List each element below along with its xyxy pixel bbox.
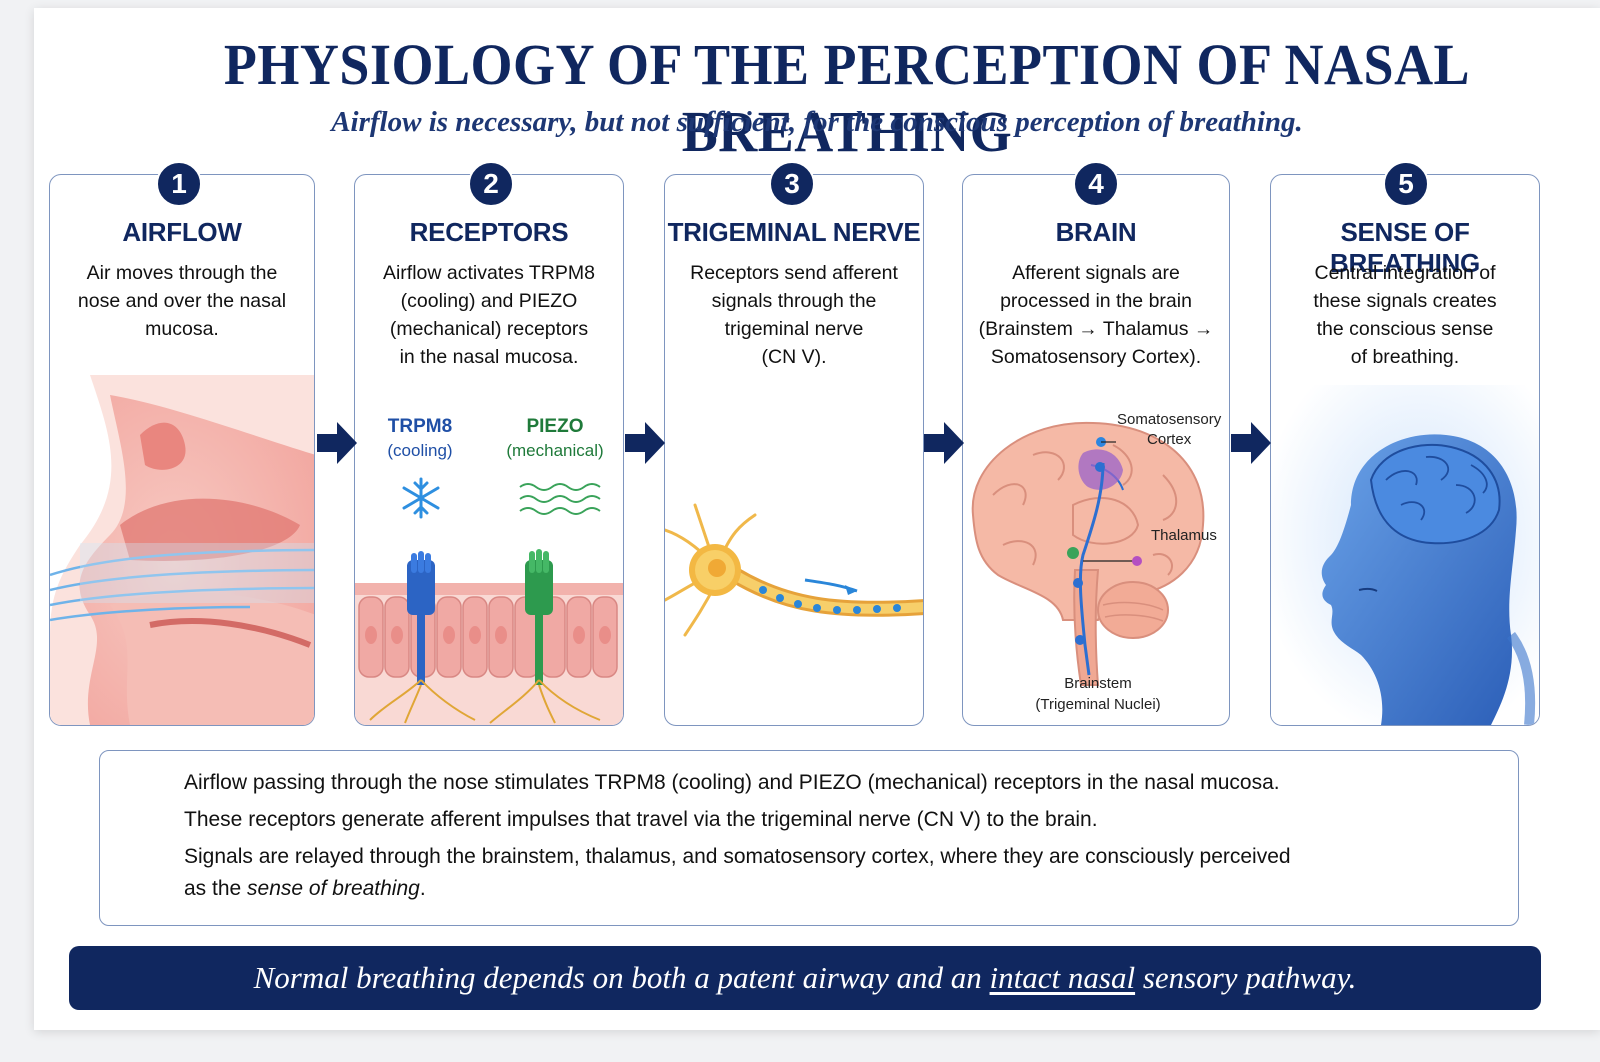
step-description: Airflow activates TRPM8(cooling) and PIE… — [382, 262, 596, 368]
neuron-illustration — [665, 503, 923, 637]
flow-arrow-2 — [625, 422, 665, 464]
infographic-page: PHYSIOLOGY OF THE PERCEPTION OF NASAL BR… — [34, 8, 1600, 1030]
trpm8-receptor — [407, 551, 435, 685]
step-badge-3: 3 — [769, 161, 815, 207]
summary-box: Airflow passing through the nose stimula… — [99, 750, 1519, 926]
banner-underlined-text: intact nasal — [989, 960, 1136, 995]
wave-icon — [519, 483, 601, 515]
step-title: SENSE OF BREATHING — [1330, 217, 1480, 278]
step-card-receptors: RECEPTORS Airflow activates TRPM8(coolin… — [354, 174, 624, 726]
summary-line: These receptors generate afferent impuls… — [184, 808, 1098, 831]
brainstem-label: Brainstem(Trigeminal Nuclei) — [1035, 675, 1161, 713]
brain-illustration — [971, 421, 1205, 686]
thalamus-label: Thalamus — [1151, 527, 1217, 544]
step-title: BRAIN — [1055, 217, 1137, 247]
nasal-cavity-illustration — [50, 375, 314, 725]
piezo-receptor — [525, 549, 553, 685]
step-title: AIRFLOW — [122, 217, 242, 247]
snowflake-icon — [402, 477, 440, 519]
page-title: PHYSIOLOGY OF THE PERCEPTION OF NASAL BR… — [223, 32, 1471, 164]
conclusion-banner: Normal breathing depends on both a paten… — [69, 946, 1541, 1010]
step-card-trigeminal-nerve: TRIGEMINAL NERVE Receptors send afferent… — [664, 174, 924, 726]
summary-line: Signals are relayed through the brainste… — [184, 845, 1291, 868]
step-badge-1: 1 — [156, 161, 202, 207]
airflow-arrows — [50, 543, 314, 622]
flow-arrow-3 — [924, 422, 964, 464]
summary-line: Airflow passing through the nose stimula… — [184, 771, 1280, 794]
receptor-mucosa-illustration — [355, 477, 623, 725]
step-badge-4: 4 — [1073, 161, 1119, 207]
step-badge-2: 2 — [468, 161, 514, 207]
summary-line: as the sense of breathing. — [184, 877, 426, 900]
step-title: TRIGEMINAL NERVE — [667, 217, 921, 247]
flow-arrow-1 — [317, 422, 357, 464]
piezo-label: PIEZO(mechanical) — [506, 416, 604, 460]
head-profile-illustration — [1271, 385, 1539, 725]
step-card-sense-of-breathing: SENSE OF BREATHING Central integration o… — [1270, 174, 1540, 726]
step-badge-5: 5 — [1383, 161, 1429, 207]
trpm8-label: TRPM8(cooling) — [387, 416, 453, 460]
page-subtitle: Airflow is necessary, but not sufficient… — [331, 106, 1303, 138]
step-title: RECEPTORS — [409, 217, 569, 247]
flow-arrow-4 — [1231, 422, 1271, 464]
